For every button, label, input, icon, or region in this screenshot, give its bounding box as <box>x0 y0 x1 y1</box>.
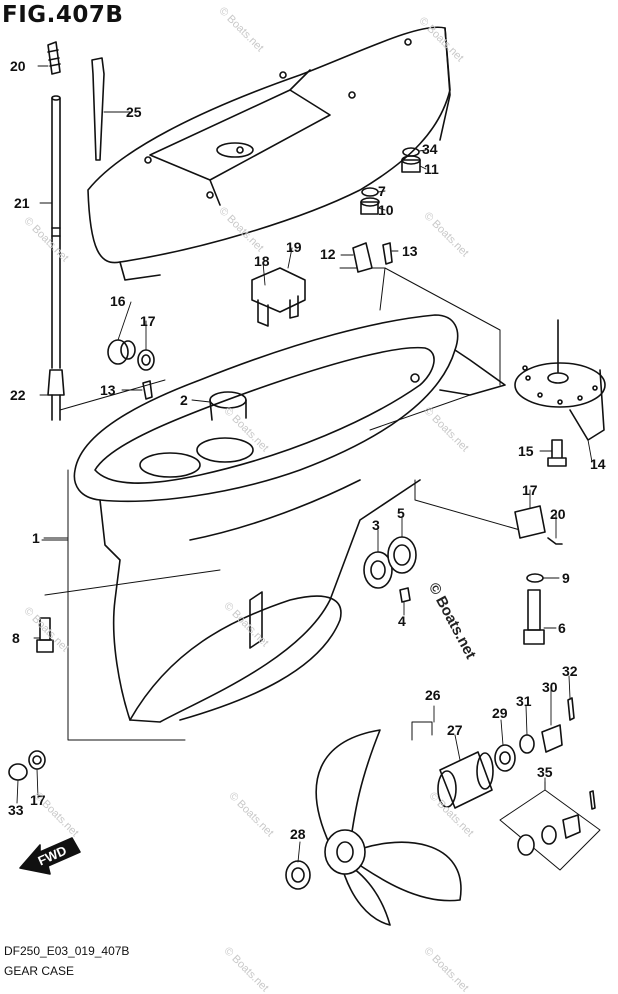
washer-part-17b <box>28 750 46 770</box>
callout-26: 26 <box>425 687 441 703</box>
callout-31: 31 <box>516 693 532 709</box>
gear-case-housing <box>73 314 506 723</box>
rubber-piece-12 <box>352 242 373 273</box>
callout-14: 14 <box>590 456 606 472</box>
screw-part-19 <box>547 537 563 545</box>
callout-numbers: 20 25 21 34 11 7 10 19 18 12 13 16 17 13… <box>8 58 606 868</box>
callout-30: 30 <box>542 679 558 695</box>
callout-17b: 17 <box>30 792 46 808</box>
washer-part-8 <box>361 187 379 197</box>
cotter-pin-part-32 <box>567 697 575 721</box>
plug-part-16 <box>107 339 136 365</box>
oil-seal-part-5 <box>387 536 417 574</box>
callout-27: 27 <box>447 722 463 738</box>
section-name: GEAR CASE <box>4 964 75 978</box>
callout-33: 33 <box>8 802 24 818</box>
callout-10: 10 <box>378 202 394 218</box>
dowel-pin-13a <box>382 242 393 265</box>
callout-9: 9 <box>562 570 570 586</box>
grommet-part-25 <box>91 57 105 161</box>
callout-12: 12 <box>320 246 336 262</box>
callout-15: 15 <box>518 443 534 459</box>
callout-32: 32 <box>562 663 578 679</box>
callout-20: 18 <box>254 253 270 269</box>
callout-23: 21 <box>14 195 30 211</box>
dowel-pin-13b <box>142 380 153 400</box>
callout-19: 20 <box>550 506 566 522</box>
drive-shaft-part <box>47 95 65 421</box>
figure-title: FIG.407B <box>2 2 124 28</box>
bolt-part-15 <box>547 439 567 467</box>
seal-part-20-21 <box>251 267 306 327</box>
callout-29: 29 <box>492 705 508 721</box>
water-pipe-part-22 <box>47 41 61 75</box>
callout-8: 7 <box>378 183 386 199</box>
callout-11: 11 <box>424 161 439 177</box>
plug-part-33 <box>8 763 28 781</box>
nut-part-30 <box>541 724 563 753</box>
washer-part-17a <box>137 349 155 371</box>
nut-part-10 <box>360 201 379 215</box>
callout-18: 17 <box>522 482 538 498</box>
upper-cover-part <box>87 26 451 281</box>
fwd-arrow-icon <box>19 837 81 875</box>
callout-25: 25 <box>126 104 142 120</box>
callout-13a: 13 <box>402 243 418 259</box>
callout-1: 1 <box>32 530 40 546</box>
key-part-4 <box>399 587 411 603</box>
callout-7: 8 <box>12 630 20 646</box>
bushing-part-27 <box>437 751 494 809</box>
washer-part-9 <box>526 573 544 583</box>
callout-13b: 13 <box>100 382 116 398</box>
washer-part-28 <box>285 860 311 890</box>
callout-2: 2 <box>180 392 188 408</box>
bolt-part-6 <box>523 589 545 645</box>
anode-part-18 <box>514 505 546 539</box>
callout-35: 35 <box>537 764 553 780</box>
callout-24: 22 <box>10 387 26 403</box>
trim-tab-part-14 <box>514 319 606 441</box>
callout-17a: 17 <box>140 313 156 329</box>
callout-3: 3 <box>372 517 380 533</box>
callout-4: 4 <box>398 613 406 629</box>
model-code: DF250_E03_019_407B <box>4 944 130 958</box>
callout-leaders <box>16 65 593 863</box>
nut-part-11 <box>401 159 421 173</box>
washer-part-31 <box>519 734 535 754</box>
bearing-part-3 <box>363 551 393 589</box>
callout-22: 20 <box>10 58 26 74</box>
callout-21: 19 <box>286 239 302 255</box>
propeller-part-26 <box>315 729 462 926</box>
reference-box-lines <box>41 267 601 871</box>
callout-28: 28 <box>290 826 306 842</box>
callout-34: 34 <box>422 141 438 157</box>
spacer-part-29 <box>494 744 516 772</box>
bolt-part-7 <box>36 617 54 653</box>
callout-5: 5 <box>397 505 405 521</box>
propeller-kit-part-35 <box>517 790 596 856</box>
callout-6: 6 <box>558 620 566 636</box>
callout-16: 16 <box>110 293 126 309</box>
